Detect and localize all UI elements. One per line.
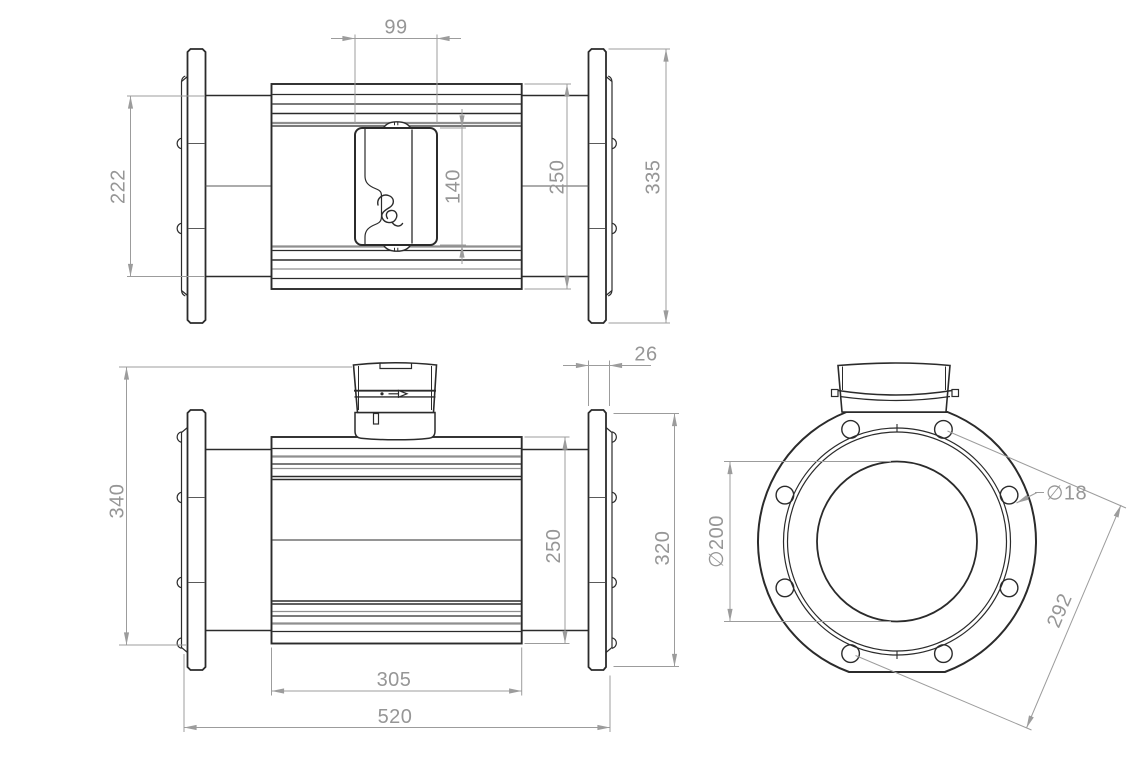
head-box	[837, 362, 951, 413]
bolt-hole-edge-line	[188, 497, 205, 583]
flange-back-plate	[180, 427, 188, 653]
pipe-outline	[205, 448, 589, 632]
dim-label: 222	[108, 169, 130, 204]
register-head-front	[352, 361, 438, 441]
dim-label: 320	[652, 531, 674, 566]
dim-body-od-top: 250	[524, 83, 571, 290]
bolt-hole	[999, 578, 1019, 598]
dim-body-length: 305	[271, 647, 523, 696]
dim-label: 26	[634, 344, 657, 366]
bolt-hole	[933, 419, 953, 439]
body-line	[272, 475, 521, 605]
dim-register-width: 99	[331, 17, 461, 123]
hinge-dome	[382, 121, 412, 129]
top-pipes	[205, 94, 589, 278]
head-band	[837, 389, 953, 396]
head-inner-wall	[358, 366, 432, 410]
head-neck	[354, 411, 436, 441]
dim-body-od-front: 250	[524, 436, 570, 644]
bolt-hole	[775, 485, 795, 505]
logo-mark-icon	[377, 194, 404, 227]
bolt-bump	[176, 431, 182, 649]
head-neck-slot	[372, 412, 380, 425]
bore-circle	[816, 460, 978, 623]
front-pipes	[205, 448, 589, 632]
end-view: ∅200 ∅18 292	[706, 362, 1127, 731]
head-box	[352, 361, 438, 414]
band-dot	[380, 392, 384, 396]
head-inner-wall	[842, 366, 946, 390]
dim-overall-height: 340	[107, 366, 352, 646]
hinge-dome	[382, 244, 412, 252]
top-view: 99 222 140 250 335	[108, 17, 670, 324]
front-right-flange	[587, 409, 617, 671]
front-left-flange	[176, 409, 207, 671]
body-tangent-line	[272, 455, 521, 625]
hinge-notch	[394, 122, 399, 251]
dim-label: 335	[643, 160, 665, 195]
dim-label: 520	[378, 706, 413, 728]
dim-bolt-hole-diameter: ∅18	[1016, 483, 1087, 505]
flange-back-plate	[605, 76, 613, 296]
band-tab	[951, 388, 960, 398]
bolt-hole	[775, 578, 795, 598]
dim-flange-od-front: 320	[613, 413, 679, 667]
bolt-hole	[841, 644, 861, 664]
flange-face	[587, 48, 607, 324]
dim-bore-diameter: ∅200	[706, 461, 891, 622]
flange-back-plate	[605, 427, 613, 653]
flange-face	[186, 409, 207, 671]
dim-label: 140	[443, 169, 465, 204]
dim-label: ∅18	[1046, 483, 1087, 505]
front-body	[270, 436, 523, 645]
dim-register-length: 140	[440, 109, 466, 264]
dim-flange-thickness: 26	[563, 344, 657, 406]
band-tab	[830, 388, 839, 398]
dim-label: ∅200	[706, 515, 728, 568]
flange-face	[587, 409, 607, 671]
head-band	[839, 395, 951, 402]
dim-label: 292	[1043, 590, 1077, 631]
register-unit-top	[354, 121, 438, 252]
bolt-hole	[841, 419, 861, 439]
bolt-bump	[176, 75, 186, 297]
dim-label: 99	[384, 17, 407, 39]
body-line	[272, 112, 521, 261]
bolt-hole-edge-line	[188, 143, 205, 229]
dim-label: 305	[377, 669, 412, 691]
dim-overall-length: 520	[183, 654, 611, 732]
pipe-outline	[205, 94, 589, 278]
head-lid-notch	[379, 363, 413, 370]
dim-label: 250	[543, 529, 565, 564]
flange-back-plate	[180, 76, 188, 296]
bolt-hole-edge-line	[589, 143, 606, 229]
register-head-end	[830, 362, 960, 413]
bolt-bump	[607, 75, 617, 297]
body-tangent-line	[272, 467, 521, 613]
register-lid-outline	[354, 127, 438, 246]
dim-label: 250	[547, 160, 569, 195]
lid-contour	[364, 129, 383, 244]
flow-arrow-icon	[397, 389, 409, 399]
dim-flange-od-top: 335	[608, 48, 670, 324]
bolt-bump	[611, 431, 617, 649]
bolt-hole	[933, 644, 953, 664]
dim-pipe-od: 222	[108, 95, 205, 277]
flange-contour	[757, 411, 1037, 673]
top-left-flange	[176, 48, 207, 324]
flange-face	[186, 48, 207, 324]
raised-face-circle	[786, 431, 1008, 652]
bolt-hole-edge-line	[589, 497, 606, 583]
front-view: 340 250 320 26 305 520	[107, 344, 679, 732]
body-line	[272, 447, 521, 633]
top-right-flange	[587, 48, 617, 324]
dim-label: 340	[107, 484, 129, 519]
